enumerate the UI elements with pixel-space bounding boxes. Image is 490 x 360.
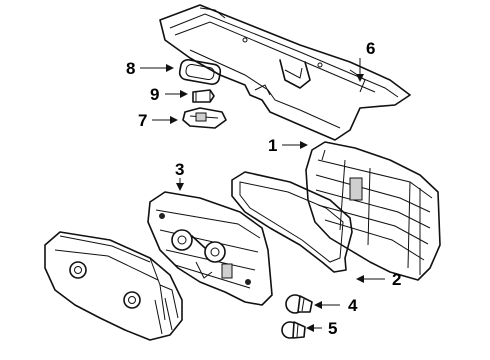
tail-lamp-lens-part-1 <box>305 141 441 281</box>
bulb-part-9 <box>192 89 215 103</box>
lamp-body-part-3 <box>147 191 273 306</box>
lamp-housing-part-7 <box>182 107 227 129</box>
callout-8: 8 <box>126 59 135 78</box>
gasket-part-8 <box>178 58 222 86</box>
callout-1: 1 <box>268 136 277 155</box>
callout-5: 5 <box>328 319 337 338</box>
callout-labels: 6 8 9 7 1 3 2 4 5 <box>126 39 401 338</box>
callout-3: 3 <box>175 160 184 179</box>
leader-lines <box>140 58 385 332</box>
callout-4: 4 <box>348 296 358 315</box>
callout-7: 7 <box>138 111 147 130</box>
callout-2: 2 <box>392 270 401 289</box>
bulb-part-5 <box>281 321 306 339</box>
callout-6: 6 <box>366 39 375 58</box>
trim-panel-part-6 <box>159 4 411 141</box>
lamp-assembly-left <box>44 231 183 341</box>
callout-9: 9 <box>150 85 159 104</box>
bulb-part-4 <box>285 294 313 314</box>
lamp-gasket-part-2 <box>231 171 353 273</box>
